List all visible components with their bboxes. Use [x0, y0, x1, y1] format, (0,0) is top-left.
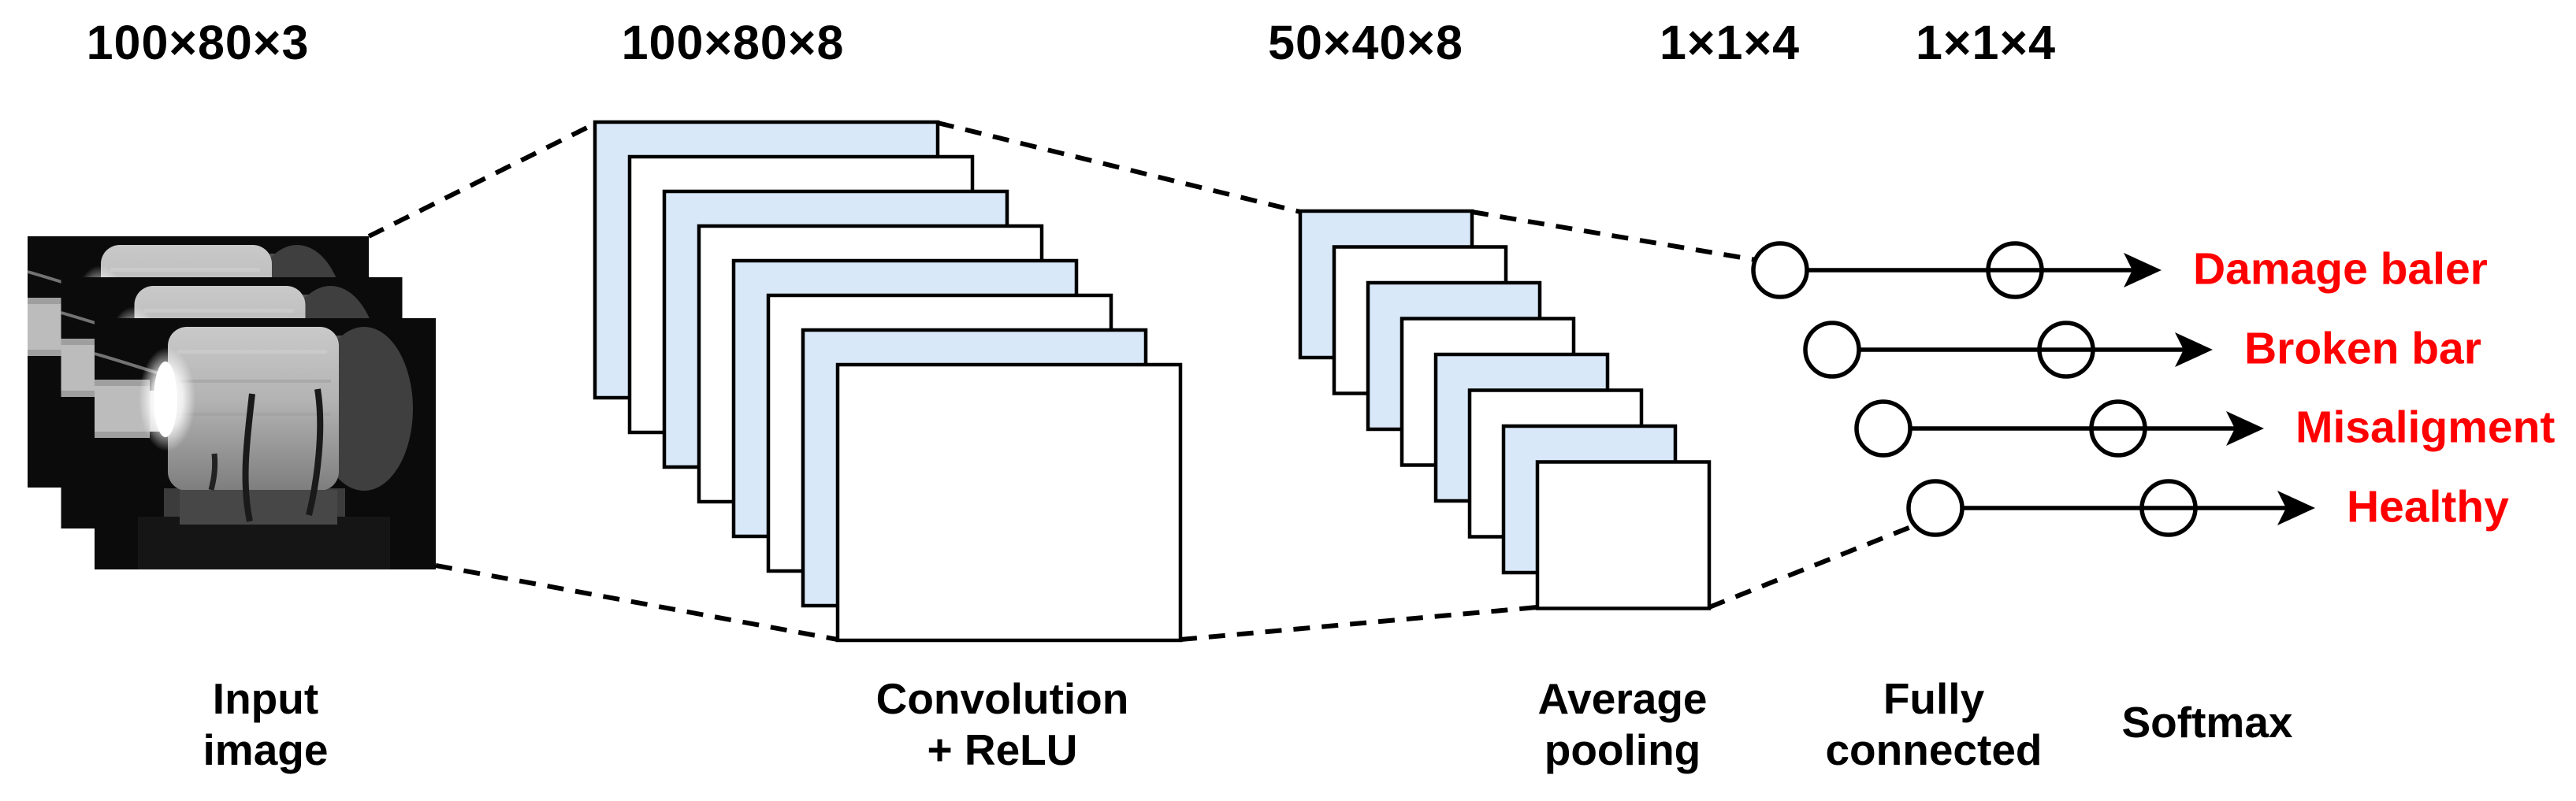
- stage-connector-dashed-line: [435, 563, 838, 642]
- fc-softmax-neuron-rows: [1751, 241, 2315, 537]
- fc-neuron: [1854, 399, 1912, 458]
- output-arrowhead: [2277, 491, 2315, 525]
- stage-connector-dashed-line: [1471, 210, 1756, 262]
- dim-label-conv: 100×80×8: [621, 16, 845, 69]
- softmax-neuron: [2139, 479, 2198, 537]
- conv-feature-map-stack: [593, 120, 1183, 643]
- connector-dashed-lines: [367, 121, 1916, 642]
- caption-average-pooling: Average pooling: [1537, 674, 1708, 774]
- fc-neuron: [1751, 241, 1809, 299]
- output-arrowhead: [2226, 411, 2264, 446]
- caption-softmax: Softmax: [2121, 698, 2293, 747]
- stage-connector-dashed-line: [937, 121, 1301, 214]
- stage-connector-dashed-line: [1708, 523, 1916, 610]
- fc-neuron: [1803, 321, 1861, 379]
- dim-label-pool: 50×40×8: [1268, 16, 1463, 69]
- input-image-stack: [28, 236, 436, 569]
- output-label-damage-baler: Damage baler: [2193, 243, 2488, 295]
- dim-label-input: 100×80×3: [86, 16, 310, 69]
- stage-connector-dashed-line: [367, 121, 598, 239]
- output-label-healthy: Healthy: [2347, 481, 2509, 532]
- softmax-neuron: [2089, 399, 2147, 458]
- dim-label-fc: 1×1×4: [1659, 16, 1801, 69]
- output-label-broken-bar: Broken bar: [2244, 323, 2481, 374]
- output-arrowhead: [2175, 332, 2213, 367]
- output-arrowhead: [2124, 253, 2162, 287]
- conv-feature-map: [835, 362, 1183, 643]
- caption-convolution-relu: Convolution + ReLU: [875, 674, 1129, 774]
- stage-connector-dashed-line: [1180, 605, 1538, 642]
- softmax-neuron: [2037, 321, 2095, 379]
- input-image-channel: [95, 318, 436, 569]
- output-label-misaligment: Misaligment: [2295, 402, 2556, 453]
- dim-label-softmax: 1×1×4: [1915, 16, 2057, 69]
- pool-feature-map: [1535, 460, 1712, 610]
- caption-input-image: Input image: [203, 674, 329, 774]
- fc-neuron: [1906, 479, 1965, 537]
- caption-fully-connected: Fully connected: [1825, 674, 2043, 774]
- softmax-neuron: [1986, 241, 2044, 299]
- pool-feature-map-stack: [1298, 209, 1712, 610]
